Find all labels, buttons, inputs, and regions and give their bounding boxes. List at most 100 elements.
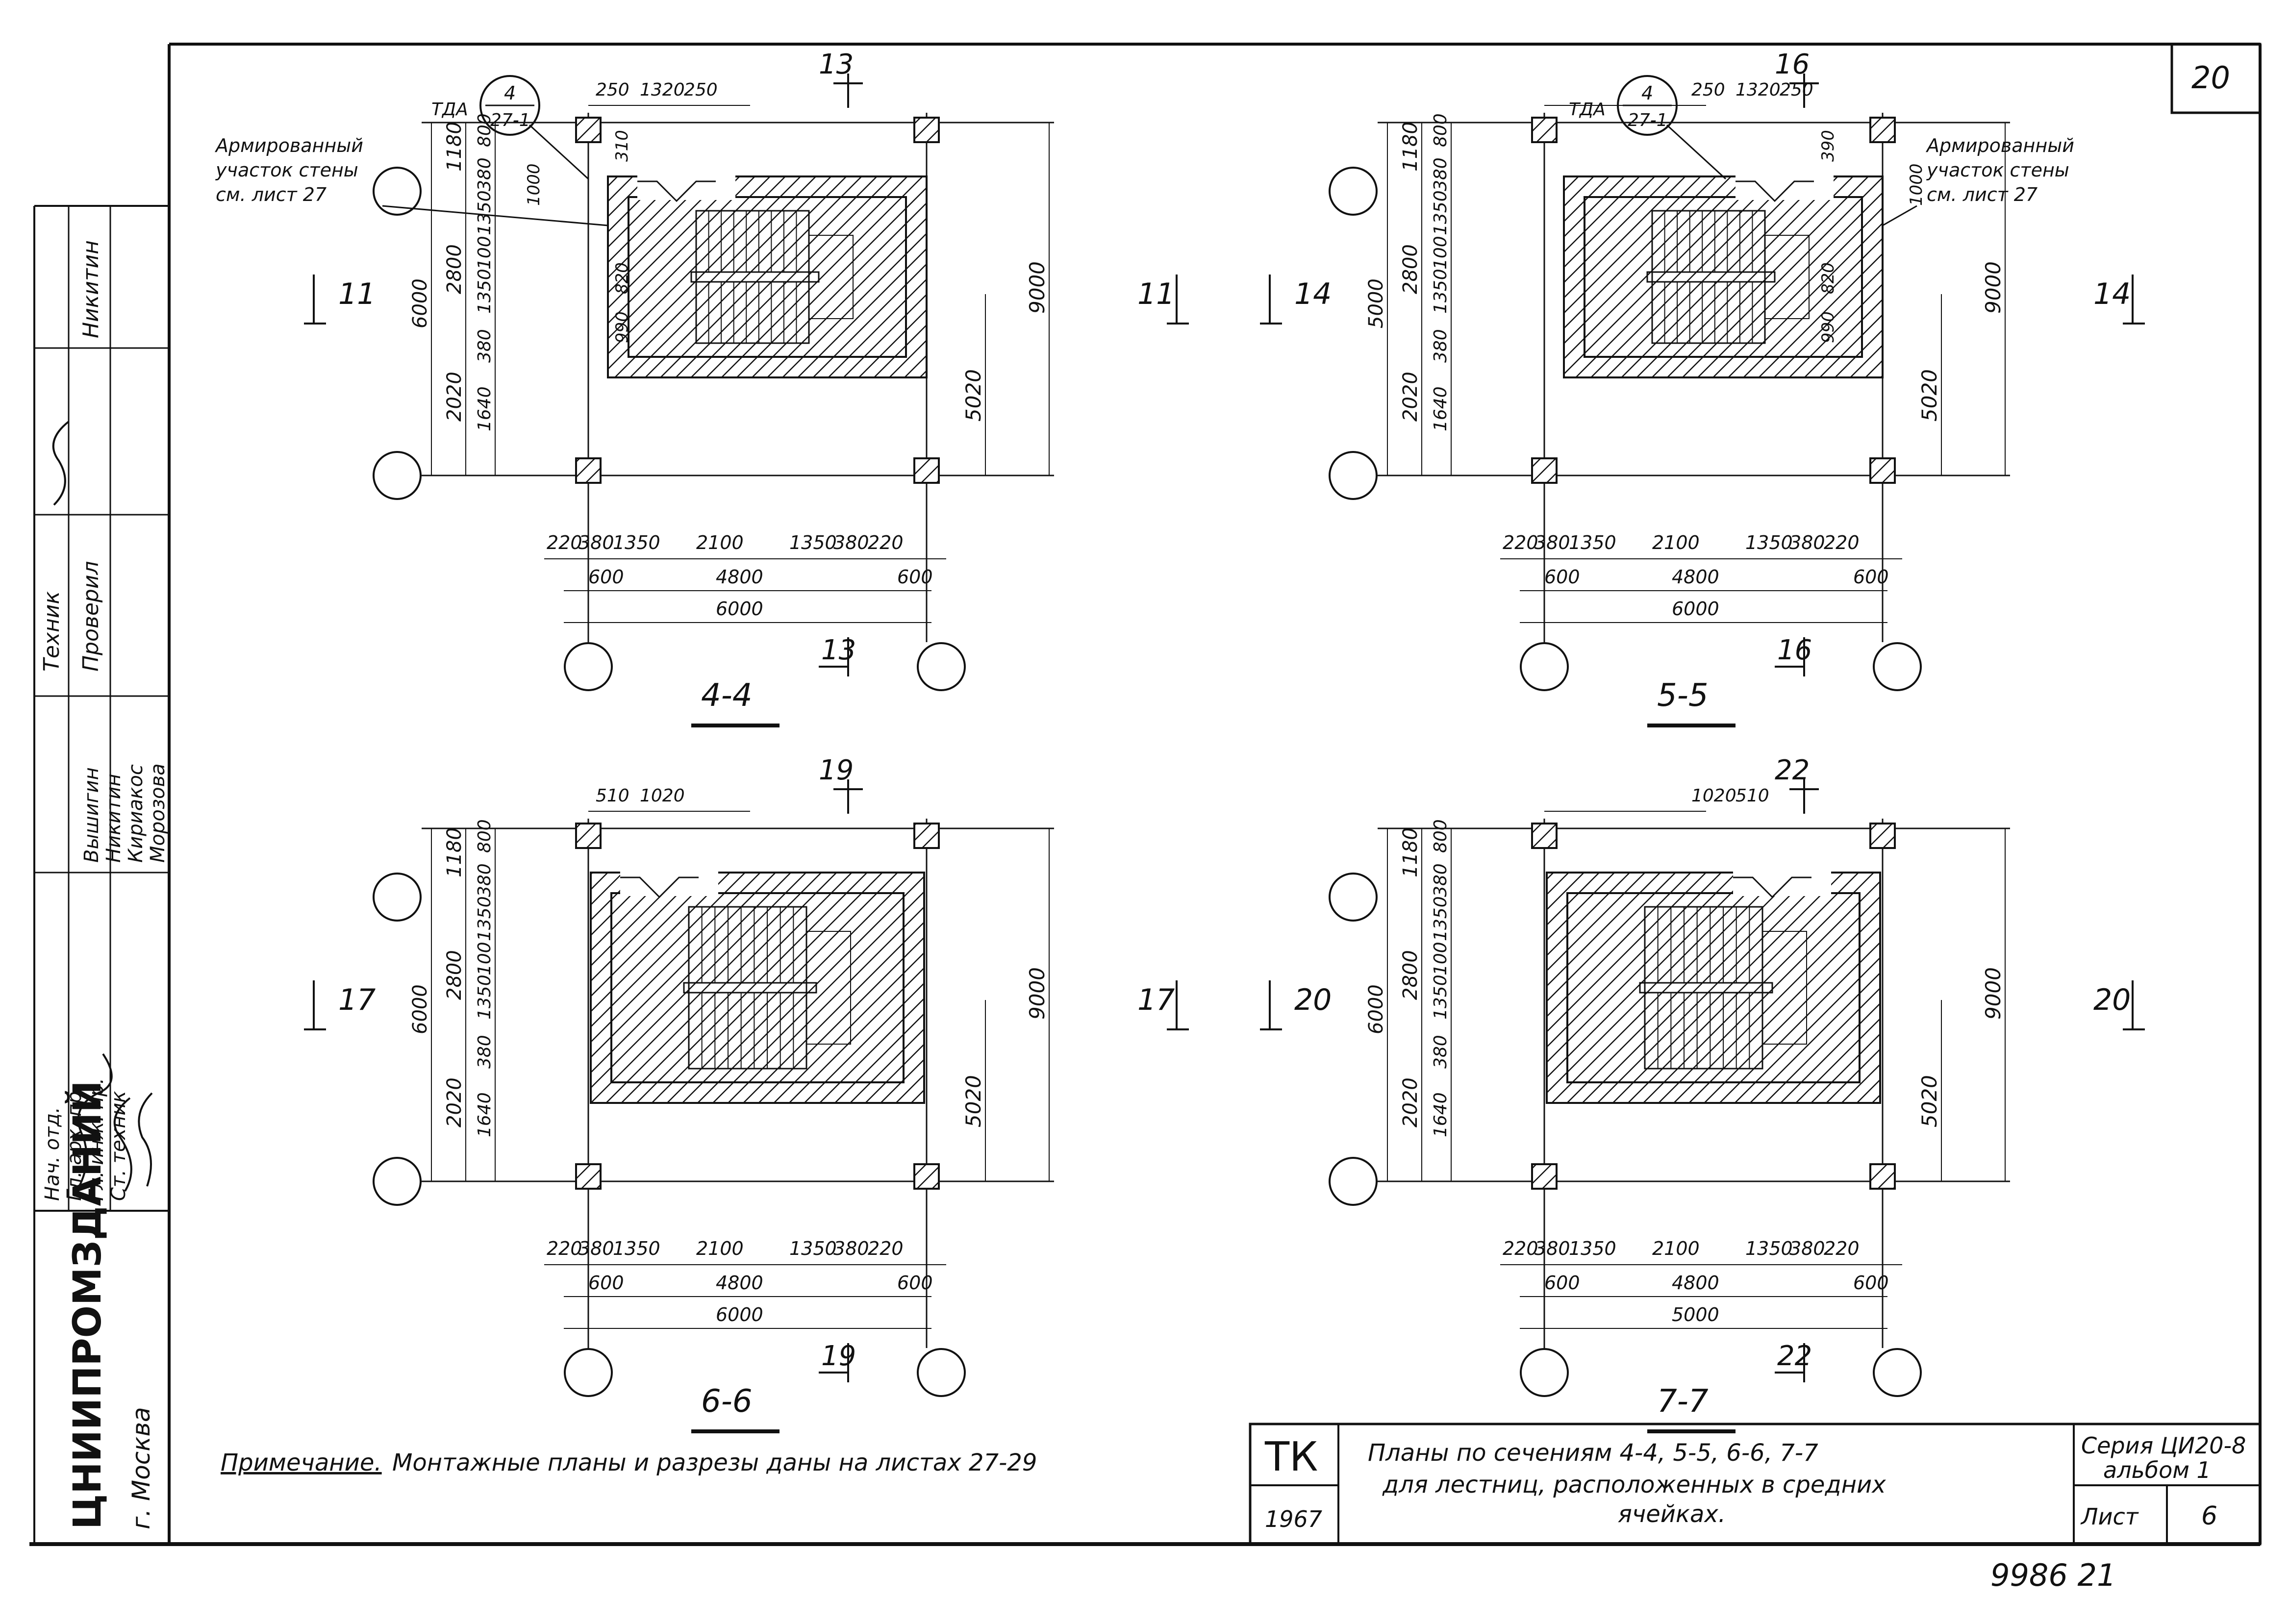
dim-bottom-2: 4800: [1672, 566, 1719, 588]
dim-top: 510: [596, 786, 629, 806]
axis-circle: [373, 873, 422, 922]
column-mark: [575, 457, 602, 484]
dim-left-inner: 380: [1431, 1035, 1451, 1069]
column-mark: [1869, 823, 1896, 849]
axis-circle: [1329, 1157, 1378, 1206]
dim-bottom-1: 2100: [696, 1238, 744, 1259]
sheet-label: Лист: [2080, 1503, 2139, 1530]
node-callout: [479, 75, 540, 136]
dim-top: 1320: [640, 80, 685, 100]
dim-bottom-1: 220: [547, 532, 582, 553]
dim-inner: 1000: [524, 163, 544, 206]
dim-bottom-2: 600: [1544, 566, 1580, 588]
dim-bottom-1: 380: [833, 1238, 869, 1259]
axis-circle: [1329, 873, 1378, 922]
dim-left-inner: 380: [1431, 329, 1451, 363]
dim-top: 1020: [640, 786, 685, 806]
dim-left-inner: 100: [1431, 942, 1451, 975]
stair-interior: [1584, 196, 1863, 358]
column-mark: [1531, 823, 1558, 849]
dim-bottom-1: 380: [833, 532, 869, 553]
dim-left-mid: 1180: [1399, 122, 1422, 172]
note: Примечание. Монтажные планы и разрезы да…: [221, 1449, 1037, 1476]
cut-label-bottom: 22: [1777, 1340, 1812, 1372]
axis-circle: [917, 1348, 966, 1397]
wall-note-line: Армированный: [1925, 135, 2074, 156]
dim-bottom-1: 220: [868, 532, 904, 553]
dim-left-inner: 380: [475, 157, 495, 191]
dim-left-inner: 380: [475, 863, 495, 897]
dim-left-inner: 1350: [475, 974, 495, 1020]
axis-circle: [1520, 1348, 1569, 1397]
section-title: 7-7: [1657, 1383, 1709, 1420]
dim-bottom-1: 220: [1824, 532, 1860, 553]
stamp-code: ТК: [1264, 1434, 1318, 1480]
dim-top: 250: [684, 80, 718, 100]
dim-left-mid: 2020: [1399, 1077, 1422, 1127]
node-sheet: 27-1: [1628, 110, 1668, 130]
dim-bottom-2: 600: [1544, 1272, 1580, 1294]
dim-inner: 990: [1818, 311, 1838, 343]
handrail: [1646, 271, 1776, 283]
dim-left-inner: 1350: [1431, 974, 1451, 1020]
dim-top: 510: [1736, 786, 1769, 806]
node-callout: [1617, 75, 1678, 136]
wall-note-line: участок стены: [215, 159, 358, 181]
dim-bottom-1: 2100: [1652, 532, 1700, 553]
dim-right-total: 9000: [1025, 967, 1049, 1020]
landing: [1762, 931, 1807, 1045]
column-mark: [913, 457, 940, 484]
stamp-name-nikitin-top: Никитин: [78, 240, 103, 338]
dim-bottom-1: 380: [1789, 1238, 1825, 1259]
dim-left-mid: 2020: [443, 1077, 466, 1127]
dim-inner: 820: [1818, 262, 1838, 294]
dim-bottom-1: 2100: [1652, 1238, 1700, 1259]
node-number: 4: [504, 82, 516, 104]
stamp-city: г. Москва: [127, 1407, 155, 1529]
dim-bottom-1: 1350: [789, 532, 837, 553]
dim-right-part: 5020: [1917, 369, 1941, 422]
dim-bottom-1: 220: [1503, 532, 1538, 553]
dim-bottom-1: 2100: [696, 532, 744, 553]
dim-left-outer: 6000: [1365, 984, 1387, 1034]
dim-left-inner: 1640: [475, 1092, 495, 1137]
dim-inner: 990: [612, 311, 632, 343]
title-line-3: ячейках.: [1618, 1500, 1726, 1528]
dim-top: 250: [1691, 80, 1725, 100]
dim-left-inner: 1350: [475, 896, 495, 941]
stair-wall: [1546, 872, 1881, 1104]
dim-left-inner: 1640: [475, 386, 495, 431]
stair-interior: [1566, 892, 1861, 1083]
door-opening: [637, 174, 735, 200]
column-mark: [913, 117, 940, 143]
dim-bottom-1: 1350: [789, 1238, 837, 1259]
stair-wall: [607, 175, 928, 378]
dim-left-inner: 100: [475, 236, 495, 270]
section-title: 6-6: [701, 1383, 753, 1420]
column-mark: [913, 823, 940, 849]
album: альбом 1: [2103, 1457, 2211, 1483]
dim-left-mid: 2020: [443, 372, 466, 422]
stamp-name-4: Морозова: [147, 763, 169, 863]
sheet-frame: [29, 43, 2262, 1546]
stamp-year: 1967: [1265, 1506, 1322, 1532]
dim-bottom-2: 600: [1853, 566, 1889, 588]
dim-left-inner: 380: [475, 1035, 495, 1069]
dim-bottom-1: 380: [1534, 1238, 1570, 1259]
axis-circle: [564, 1348, 613, 1397]
dim-inner: 1000: [1907, 163, 1926, 206]
dim-bottom-1: 220: [1503, 1238, 1538, 1259]
door-opening: [620, 870, 718, 896]
dim-left-inner: 1350: [1431, 190, 1451, 235]
dim-top: 250: [596, 80, 629, 100]
dim-left-inner: 1350: [475, 269, 495, 314]
stamp-name-3: Кириакос: [125, 764, 147, 863]
dim-left-inner: 800: [1431, 113, 1451, 147]
cut-label-left: 11: [338, 277, 376, 311]
door-opening: [1736, 174, 1834, 200]
dim-bottom-1: 220: [547, 1238, 582, 1259]
handrail: [690, 271, 820, 283]
dim-left-inner: 1640: [1431, 1092, 1451, 1137]
